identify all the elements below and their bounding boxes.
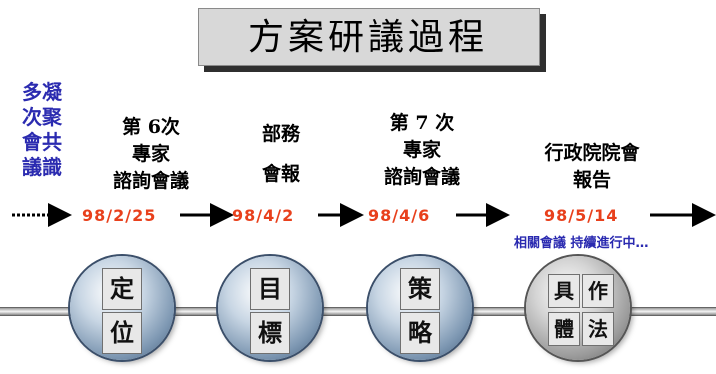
circle-4-char-1: 具 — [548, 274, 580, 308]
stage-2-label: 部務 會報 — [236, 114, 326, 194]
timeline-bar — [0, 307, 716, 316]
consensus-line-1: 多凝 — [22, 80, 62, 104]
stage-3-label: 第 7 次 專家 諮詢會議 — [362, 110, 482, 191]
stage-4-label: 行政院院會 報告 — [522, 140, 662, 194]
consensus-line-4: 議識 — [22, 155, 62, 179]
consensus-line-2: 次聚 — [22, 105, 62, 129]
stage-2-line-2: 會報 — [261, 163, 300, 185]
ongoing-note: 相關會議 持續進行中… — [514, 236, 649, 251]
stage-1-label: 第 6次 專家 諮詢會議 — [96, 114, 206, 195]
circle-1-char-1: 定 — [102, 268, 142, 310]
title-box — [198, 8, 540, 66]
circle-2-char-1: 目 — [250, 268, 290, 310]
timeline-arrows — [12, 203, 716, 227]
consensus-line-3: 會共 — [22, 130, 62, 154]
circle-3-char-1: 策 — [400, 268, 440, 310]
stage-4-line-1: 行政院院會 — [544, 142, 640, 164]
date-3: 98/4/6 — [368, 206, 431, 225]
stage-4-line-2: 報告 — [572, 169, 611, 191]
circle-3-char-2: 略 — [400, 312, 440, 354]
date-1: 98/2/25 — [82, 206, 157, 225]
date-2: 98/4/2 — [232, 206, 295, 225]
page-title: 方案研議過程 — [247, 17, 488, 58]
circle-4-char-4: 法 — [582, 312, 614, 346]
circle-1-char-2: 位 — [102, 312, 142, 354]
stage-1-line-2: 專家 — [131, 143, 170, 165]
stage-2-line-1: 部務 — [261, 123, 300, 145]
stage-3-line-1: 第 7 次 — [389, 112, 455, 134]
stage-1-line-1: 第 6次 — [122, 116, 180, 138]
circle-4-char-3: 體 — [548, 312, 580, 346]
stage-3-line-3: 諮詢會議 — [383, 166, 460, 188]
date-4: 98/5/14 — [544, 206, 619, 225]
stage-1-line-3: 諮詢會議 — [112, 170, 189, 192]
stage-3-line-2: 專家 — [402, 139, 441, 161]
circle-2-char-2: 標 — [250, 312, 290, 354]
circle-4-char-2: 作 — [582, 274, 614, 308]
